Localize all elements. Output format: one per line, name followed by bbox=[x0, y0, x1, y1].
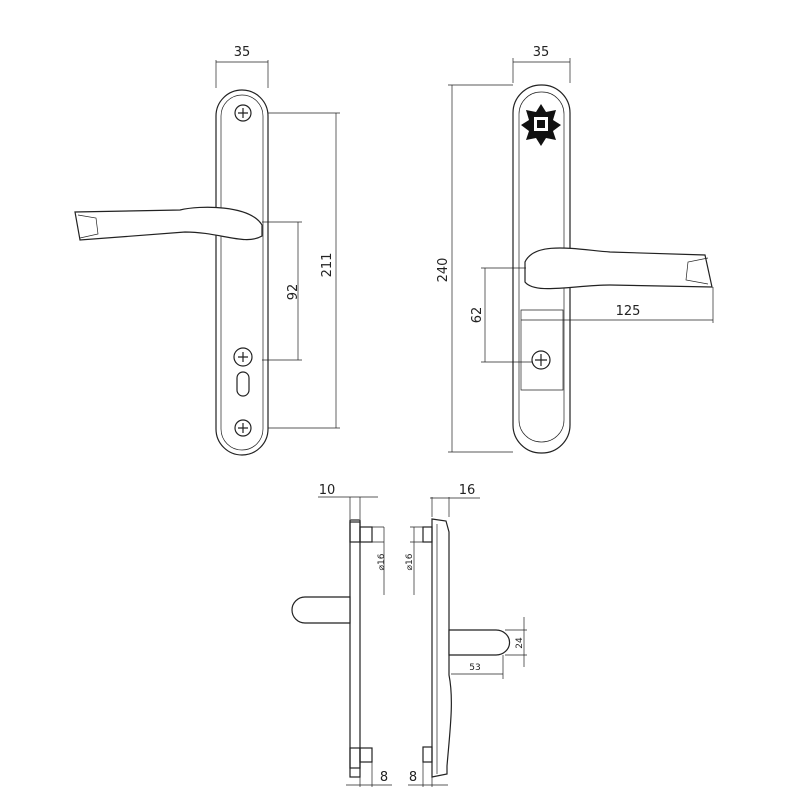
screw-icon bbox=[234, 104, 252, 122]
front-view: 35 92 211 bbox=[74, 45, 340, 456]
dim-back-width: 35 bbox=[533, 45, 550, 60]
dim-front-92: 92 bbox=[286, 284, 301, 301]
back-view: 35 240 62 125 bbox=[436, 45, 714, 454]
dim-right-dia16: ⌀16 bbox=[405, 553, 415, 570]
side-view-right: 16 ⌀16 8 24 53 bbox=[405, 483, 527, 787]
side-view-left: 10 ⌀16 8 bbox=[291, 483, 392, 787]
dim-left-8: 8 bbox=[380, 770, 388, 785]
dim-right-8: 8 bbox=[409, 770, 417, 785]
dim-front-211: 211 bbox=[320, 253, 335, 278]
dim-left-10: 10 bbox=[319, 483, 336, 498]
cylinder-icon bbox=[233, 347, 253, 397]
brand-logo-icon bbox=[521, 104, 561, 146]
screw-icon bbox=[531, 350, 551, 370]
handle bbox=[524, 247, 713, 290]
screw-icon bbox=[234, 419, 252, 437]
dim-right-16: 16 bbox=[459, 483, 476, 498]
dim-back-125: 125 bbox=[616, 304, 641, 319]
dim-back-62: 62 bbox=[470, 307, 485, 324]
dim-right-53: 53 bbox=[469, 663, 480, 673]
handle bbox=[74, 206, 263, 241]
dim-left-dia16: ⌀16 bbox=[377, 553, 387, 570]
dim-front-width: 35 bbox=[234, 45, 251, 60]
dim-right-24: 24 bbox=[515, 637, 525, 649]
dim-back-240: 240 bbox=[436, 258, 451, 283]
